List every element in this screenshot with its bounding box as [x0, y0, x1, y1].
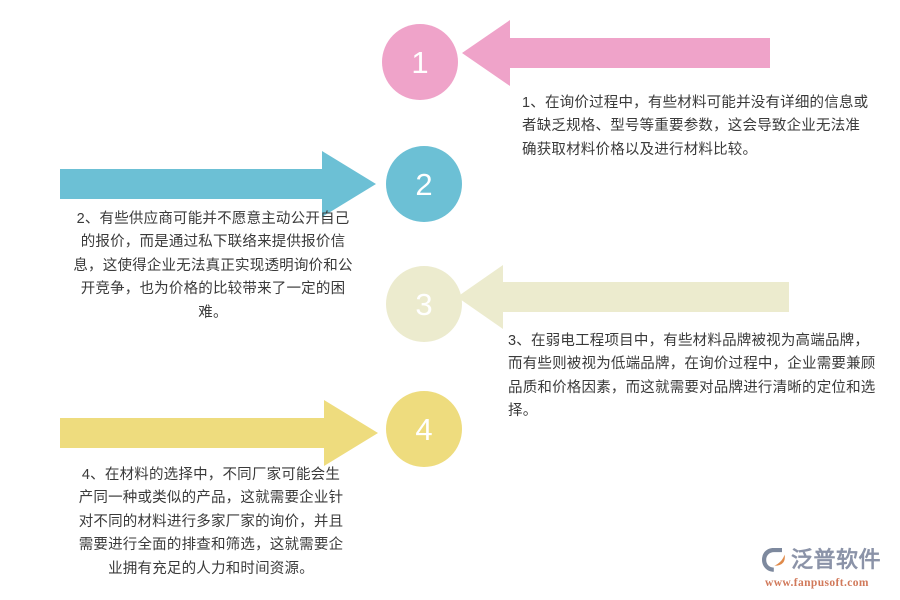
step-1-description: 1、在询价过程中，有些材料可能并没有详细的信息或者缺乏规格、型号等重要参数，这会… — [522, 95, 869, 158]
step-1-arrow-left — [462, 18, 770, 88]
logo-brand-name: 泛普软件 — [791, 547, 882, 572]
step-2-arrow-right — [60, 150, 376, 218]
step-1-number: 1 — [411, 44, 429, 80]
step-4-arrow-right — [60, 399, 378, 467]
step-3-number-circle: 3 — [386, 266, 462, 342]
step-2-number: 2 — [415, 166, 433, 202]
step-4-number: 4 — [415, 411, 433, 447]
step-1-number-circle: 1 — [382, 24, 458, 100]
fanpu-logo-mark-icon — [762, 548, 785, 572]
logo-website-url: www.fanpusoft.com — [765, 577, 869, 589]
step-4-description: 4、在材料的选择中，不同厂家可能会生产同一种或类似的产品，这就需要企业针对不同的… — [78, 467, 344, 577]
step-3-number: 3 — [415, 286, 433, 322]
step-4-number-circle: 4 — [386, 391, 462, 467]
step-3-arrow-left — [457, 264, 789, 330]
step-2-description: 2、有些供应商可能并不愿意主动公开自己的报价，而是通过私下联络来提供报价信息，这… — [73, 211, 353, 321]
fanpu-software-logo: 泛普软件 www.fanpusoft.com — [760, 546, 892, 592]
logo-row: 泛普软件 — [760, 546, 881, 574]
step-3-description: 3、在弱电工程项目中，有些材料品牌被视为高端品牌，而有些则被视为低端品牌，在询价… — [508, 333, 876, 420]
step-2-number-circle: 2 — [386, 146, 462, 222]
